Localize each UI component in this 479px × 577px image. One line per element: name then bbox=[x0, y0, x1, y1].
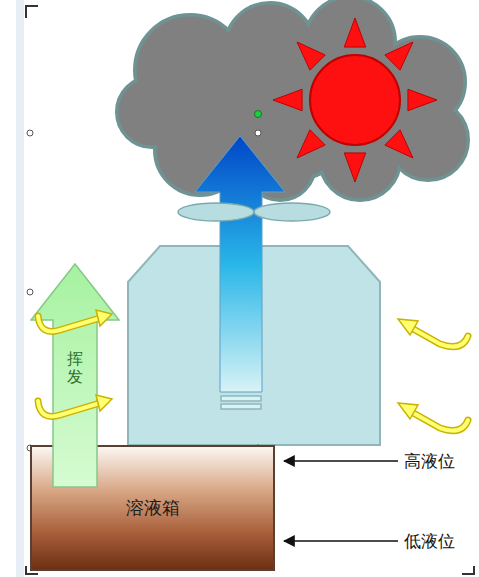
rotate-handle bbox=[255, 111, 262, 118]
arrow-label: 挥发 bbox=[67, 350, 83, 385]
airflow-arrow bbox=[398, 319, 468, 347]
fan-blade bbox=[178, 203, 254, 221]
side-strip bbox=[16, 0, 24, 577]
vapor-arrow bbox=[195, 136, 285, 392]
tank-label: 溶液箱 bbox=[126, 496, 180, 520]
fan-blade bbox=[254, 203, 330, 221]
airflow-arrow bbox=[398, 403, 468, 431]
level-label: 高液位 bbox=[403, 450, 456, 473]
evaporation-arrow: 挥发 bbox=[30, 262, 120, 488]
arrow-tail-bands bbox=[221, 396, 261, 409]
leader-line bbox=[284, 460, 398, 462]
selection-frame bbox=[26, 6, 474, 574]
cloud bbox=[117, 0, 468, 200]
level-label: 低液位 bbox=[403, 530, 456, 553]
sun bbox=[273, 18, 437, 182]
leader-line bbox=[284, 540, 398, 542]
